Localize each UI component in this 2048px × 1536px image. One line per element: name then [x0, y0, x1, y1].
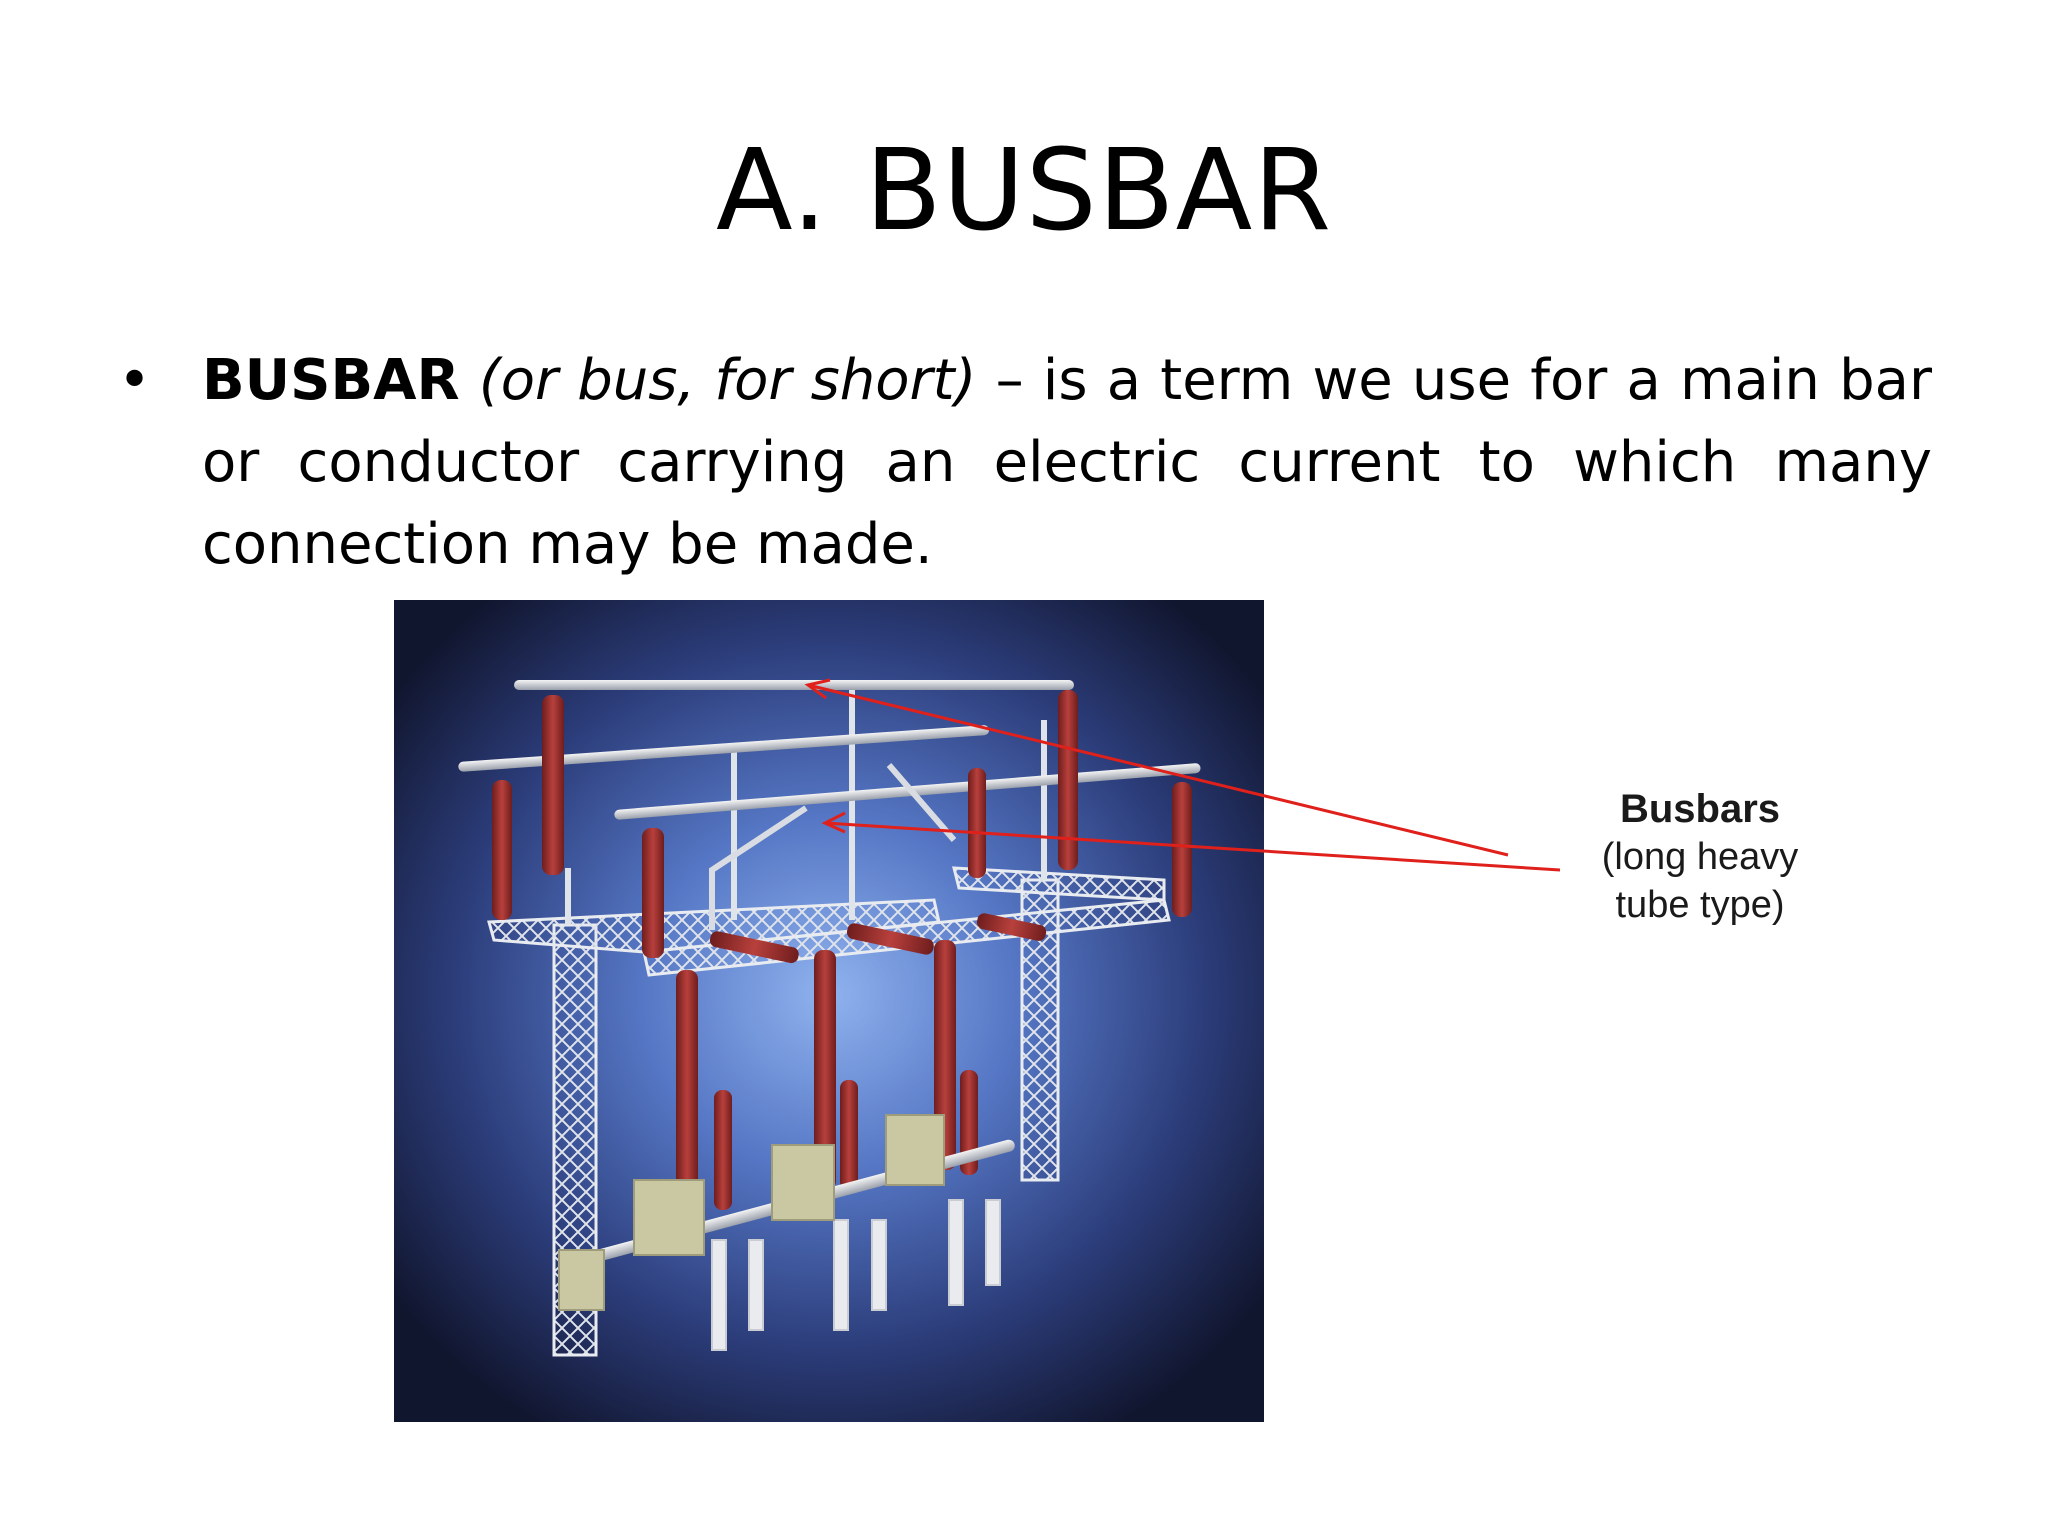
- lower-insulators: [676, 940, 978, 1210]
- arrow-line-lower: [824, 821, 1561, 872]
- substation-illustration: [394, 600, 1264, 1422]
- arrow-line-upper: [807, 683, 1509, 857]
- busbar-tubes: [458, 680, 1201, 820]
- ground-equipment: [558, 1114, 1015, 1351]
- callout-line-2: tube type): [1615, 884, 1785, 926]
- switch-links: [709, 913, 1047, 964]
- bullet-text: BUSBAR (or bus, for short) – is a term w…: [202, 340, 1932, 586]
- connectors: [709, 763, 957, 930]
- bullet-marker: •: [118, 348, 152, 413]
- arrow-head-upper-icon: [804, 678, 831, 700]
- top-insulators: [492, 690, 1192, 958]
- callout-line-1: (long heavy: [1601, 836, 1799, 878]
- bullet-aside: (or bus, for short): [478, 348, 977, 413]
- bullet-definition: – is a term we use for a main bar or con…: [202, 348, 1932, 577]
- slide-title: A. BUSBAR: [715, 126, 1333, 256]
- arrow-head-lower-icon: [821, 811, 846, 834]
- bullet-term: BUSBAR: [202, 348, 460, 413]
- busbars-callout: Busbars (long heavy tube type): [1590, 785, 1810, 929]
- support-posts: [565, 685, 1047, 925]
- callout-title: Busbars: [1619, 787, 1781, 831]
